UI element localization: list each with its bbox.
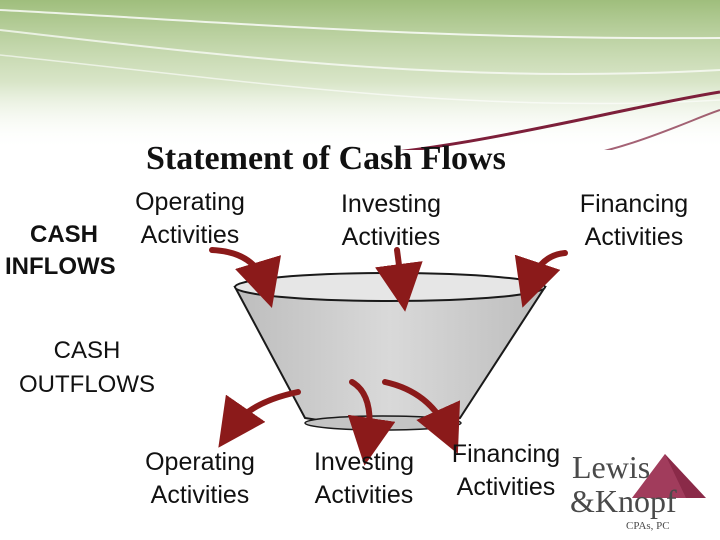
inflow-financing-arrow [514,250,568,308]
bucket-shape [233,272,547,431]
logo-triangle-icon [632,454,706,498]
outflow-financing-label: Financing Activities [451,440,561,501]
outflow-investing-label: Investing Activities [313,448,415,509]
cash-inflows-heading: CASH [30,221,99,248]
outflow-operating-arrow [218,389,301,448]
inflow-financing-label: Financing Activities [579,190,689,251]
logo-line-3: CPAs, PC [626,520,670,532]
outflow-investing-arrow [347,379,396,466]
decorative-header-band [0,0,720,150]
logo-line-1: Lewis [572,449,651,485]
inflow-operating-arrow [209,247,281,308]
inflow-operating-label: Operating Activities [135,188,245,249]
inflow-investing-arrow [375,247,423,312]
cash-outflows-heading: CASH OUTFLOWS [19,337,155,398]
logo-line-2: &Knopf [570,483,677,519]
inflow-investing-label: Investing Activities [340,190,442,251]
outflow-financing-arrow [382,379,461,454]
cash-inflows-heading-2: INFLOWS [5,253,116,280]
lewis-knopf-logo: Lewis &Knopf CPAs, PC [570,450,710,535]
page-title: Statement of Cash Flows [146,140,506,177]
outflow-operating-label: Operating Activities [145,448,255,509]
